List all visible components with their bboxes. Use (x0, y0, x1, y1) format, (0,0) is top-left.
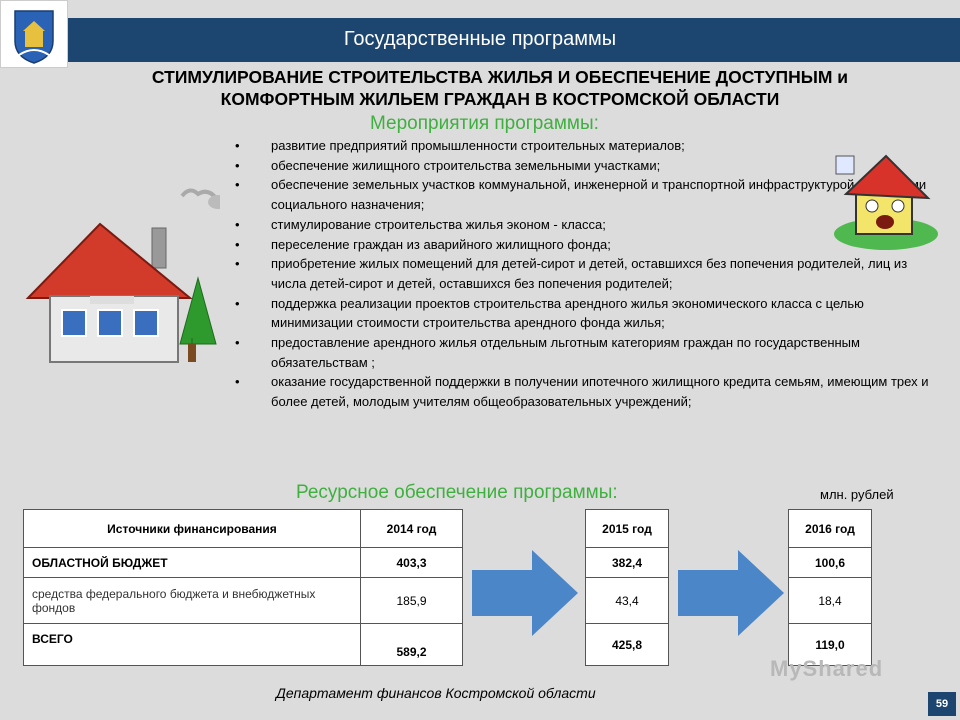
department-footer: Департамент финансов Костромской области (276, 685, 596, 701)
list-item-text: обеспечение жилищного строительства земе… (271, 157, 661, 173)
value-2014-federal: 185,9 (360, 577, 463, 624)
measures-title: Мероприятия программы: (370, 113, 599, 134)
value-2014-total: 589,2 (360, 623, 463, 666)
list-item-text: обеспечение земельных участков коммуналь… (271, 177, 927, 213)
watermark: MyShared (770, 656, 884, 681)
list-item: •переселение граждан из аварийного жилищ… (235, 236, 611, 252)
cartoon-house-clipart (834, 154, 938, 250)
list-item: • стимулирование строительства жилья эко… (235, 216, 606, 232)
program-heading: СТИМУЛИРОВАНИЕ СТРОИТЕЛЬСТВА ЖИЛЬЯ И ОБЕ… (40, 66, 960, 110)
program-heading-line-2: КОМФОРТНЫМ ЖИЛЬЕМ ГРАЖДАН В КОСТРОМСКОЙ … (220, 89, 780, 109)
funding-table-2016: 2016 год 100,6 18,4 119,0 (788, 509, 872, 666)
header-band (0, 18, 960, 62)
list-item: •развитие предприятий промышленности стр… (235, 138, 685, 153)
value-2016-total: 119,0 (788, 623, 872, 666)
row-label-regional-budget: ОБЛАСТНОЙ БЮДЖЕТ (23, 547, 361, 578)
list-item-text: переселение граждан из аварийного жилищн… (271, 236, 611, 252)
list-item-text: развитие предприятий промышленности стро… (271, 138, 685, 153)
measures-list: •развитие предприятий промышленности стр… (231, 136, 931, 412)
list-item-text: приобретение жилых помещений для детей-с… (271, 256, 908, 291)
list-item-text: стимулирование строительства жилья эконо… (271, 216, 606, 232)
value-2015-regional: 382,4 (585, 547, 669, 578)
row-label-federal-funds: средства федерального бюджета и внебюдже… (23, 577, 361, 624)
list-item-text: поддержка реализации проектов строительс… (271, 295, 864, 331)
value-2016-regional: 100,6 (788, 547, 872, 578)
year-header-2014: 2014 год (360, 509, 463, 548)
list-item: •обеспечение жилищного строительства зем… (235, 157, 661, 173)
value-2016-federal: 18,4 (788, 577, 872, 624)
slide-title: Государственные программы (343, 28, 617, 50)
list-item-text: оказание государственной поддержки в пол… (271, 374, 929, 410)
sources-header: Источники финансирования (23, 509, 361, 548)
list-item: •приобретение жилых помещений для детей-… (235, 256, 908, 291)
value-2015-total: 425,8 (585, 623, 669, 666)
value-2015-federal: 43,4 (585, 577, 669, 624)
house-clipart (25, 188, 220, 363)
year-header-2016: 2016 год (788, 509, 872, 548)
list-item: •поддержка реализации проектов строитель… (235, 295, 864, 331)
funding-table-2015: 2015 год 382,4 43,4 425,8 (585, 509, 669, 666)
list-item-text: предоставление арендного жилья отдельным… (271, 335, 860, 370)
list-item: • оказание государственной поддержки в п… (235, 374, 929, 410)
resources-title: Ресурсное обеспечение программы: (296, 482, 618, 503)
list-item: •предоставление арендного жилья отдельны… (235, 335, 860, 370)
unit-label: млн. рублей (820, 487, 894, 502)
row-label-total: ВСЕГО (23, 623, 361, 666)
list-item: • обеспечение земельных участков коммуна… (235, 177, 927, 213)
program-heading-line-1: СТИМУЛИРОВАНИЕ СТРОИТЕЛЬСТВА ЖИЛЬЯ И ОБЕ… (151, 67, 849, 87)
funding-table-2014: Источники финансирования 2014 год ОБЛАСТ… (23, 509, 463, 666)
value-2014-regional: 403,3 (360, 547, 463, 578)
arrow-right-icon (678, 550, 784, 636)
year-header-2015: 2015 год (585, 509, 669, 548)
page-number: 59 (928, 692, 956, 716)
arrow-right-icon (472, 550, 578, 636)
coat-of-arms-emblem (0, 0, 68, 68)
